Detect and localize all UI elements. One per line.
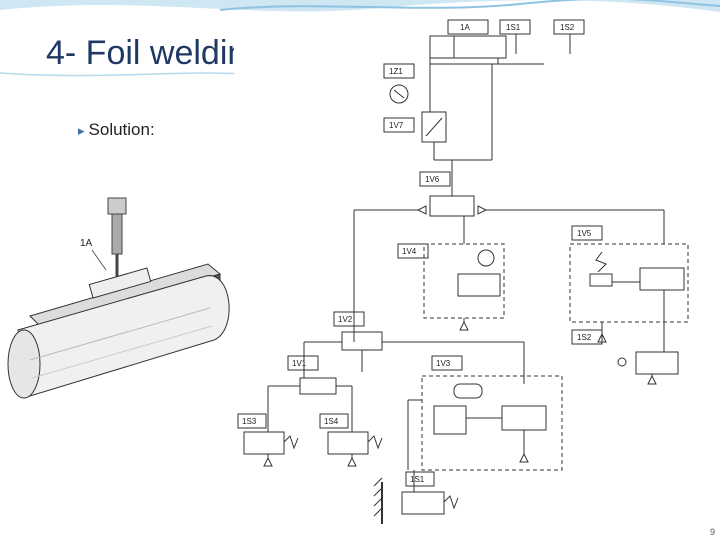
label-1v5: 1V5: [577, 229, 592, 238]
pressure-sequence-group-1v5: [569, 243, 689, 323]
time-delay-group-1v3: [421, 375, 563, 471]
label-box-1s1-lower: [405, 471, 435, 487]
pressure-gauge-icon: [389, 84, 409, 104]
pneumatic-circuit-panel: 1A 1S1 1S2 1Z1 1V7 1V6: [234, 12, 705, 532]
throttle-1v3: [433, 405, 467, 435]
label-box-1v4: [397, 243, 429, 259]
and-valve-1v2: [341, 331, 383, 351]
label-box-1v7: [383, 117, 415, 133]
label-1z1: 1Z1: [389, 67, 403, 76]
valve-1s1-lower: [401, 491, 445, 515]
valve-1s2-lower: [635, 351, 679, 375]
label-1s1: 1S1: [506, 23, 521, 32]
valve-1v4: [457, 273, 501, 297]
shuttle-valve-1v1: [299, 377, 337, 395]
label-1v4: 1V4: [402, 247, 417, 256]
cylinder-head: [107, 197, 127, 215]
cylinder-body: [111, 213, 123, 255]
label-box-1v6: [419, 171, 451, 187]
label-1s2: 1S2: [560, 23, 575, 32]
valve-1s4: [327, 431, 369, 455]
pneumatic-circuit: 1A 1S1 1S2 1Z1 1V7 1V6: [237, 19, 689, 524]
gauge-icon-1v4: [477, 249, 495, 267]
label-1v2: 1V2: [338, 315, 353, 324]
bullet-text: Solution:: [88, 120, 155, 139]
label-1s3: 1S3: [242, 417, 257, 426]
bullet-item: ▸Solution:: [78, 120, 155, 140]
page-number: 9: [710, 527, 716, 537]
label-1s1-lower: 1S1: [410, 475, 425, 484]
foil-drum-illustration: 1A: [7, 197, 230, 399]
label-box-1v2: [333, 311, 365, 327]
drum-end: [7, 329, 41, 399]
label-box-1s1: [499, 19, 531, 35]
bullet-icon: ▸: [78, 123, 85, 138]
pressure-relief-1v5: [589, 273, 613, 287]
label-1s2-lower: 1S2: [577, 333, 592, 342]
valve-1v5: [639, 267, 685, 291]
roller-icon-1s2: [617, 357, 627, 367]
label-1v1: 1V1: [292, 359, 307, 368]
label-1v6: 1V6: [425, 175, 440, 184]
label-1v3: 1V3: [436, 359, 451, 368]
label-box-1s2-lower: [571, 329, 603, 345]
label-1s4: 1S4: [324, 417, 339, 426]
label-box-1v1: [287, 355, 319, 371]
shuttle-valve-1v6: [429, 195, 475, 217]
label-1v7: 1V7: [389, 121, 404, 130]
label-box-1a: [447, 19, 489, 35]
label-box-1s3: [237, 413, 267, 429]
label-box-1v5: [571, 225, 603, 241]
time-delay-group-1v4: [423, 243, 505, 319]
cylinder-1a: [429, 35, 507, 59]
label-1a: 1A: [460, 23, 470, 32]
drum-cylinder-label: 1A: [80, 238, 93, 249]
label-box-1s2: [553, 19, 585, 35]
weld-head: [88, 267, 152, 299]
label-box-1s4: [319, 413, 349, 429]
reservoir-1v3: [453, 383, 483, 399]
valve-1s3: [243, 431, 285, 455]
label-box-1v3: [431, 355, 463, 371]
valve-1v3: [501, 405, 547, 431]
label-box-1z1: [383, 63, 415, 79]
drum-body: [17, 275, 230, 397]
